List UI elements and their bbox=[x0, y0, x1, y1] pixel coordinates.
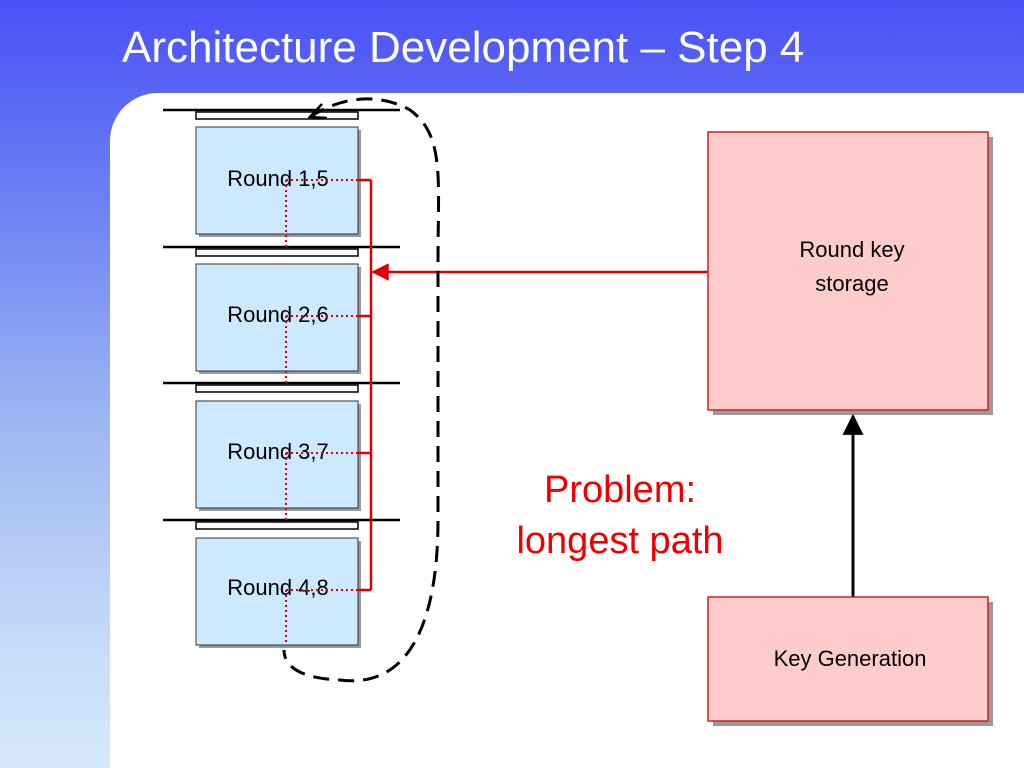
round-box-body bbox=[195, 400, 359, 509]
round-label: Round 2,6 bbox=[227, 302, 329, 327]
round-box-body bbox=[195, 263, 359, 372]
slide-title: Architecture Development – Step 4 bbox=[122, 23, 805, 72]
register-bar-1 bbox=[195, 111, 359, 120]
round-box-1: Round 1,5 bbox=[195, 126, 361, 237]
problem-note: Problem: longest path bbox=[516, 469, 723, 562]
round-box-4: Round 4,8 bbox=[195, 537, 361, 648]
problem-line2: longest path bbox=[516, 520, 723, 562]
storage-label-line2: storage bbox=[815, 271, 888, 296]
key-generation: Key Generation bbox=[707, 596, 993, 726]
register-bar-4 bbox=[195, 521, 359, 530]
round-label: Round 1,5 bbox=[227, 166, 329, 191]
key-wiring-dotted bbox=[285, 179, 358, 645]
feedback-loop-arrowhead-icon bbox=[307, 103, 328, 120]
round-box-body bbox=[195, 126, 359, 235]
storage-body bbox=[707, 131, 989, 411]
register-bar-2 bbox=[195, 248, 359, 257]
feedback-loop-dashed bbox=[282, 97, 441, 683]
keygen-label: Key Generation bbox=[774, 646, 927, 671]
register-stack bbox=[163, 108, 400, 530]
round-box-3: Round 3,7 bbox=[195, 400, 361, 511]
problem-line1: Problem: bbox=[544, 469, 696, 511]
keygen-body bbox=[707, 596, 989, 722]
round-key-storage: Round key storage bbox=[707, 131, 993, 415]
round-box-2: Round 2,6 bbox=[195, 263, 361, 374]
round-label: Round 3,7 bbox=[227, 439, 329, 464]
storage-label-line1: Round key bbox=[799, 237, 904, 262]
round-box-body bbox=[195, 537, 359, 646]
key-bus bbox=[358, 178, 373, 592]
register-bar-3 bbox=[195, 384, 359, 393]
round-label: Round 4,8 bbox=[227, 575, 329, 600]
